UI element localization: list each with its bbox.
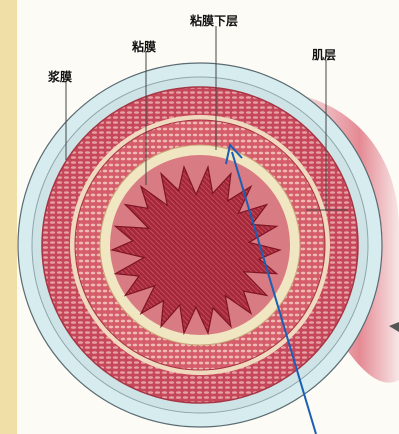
label-mucosa: 粘膜 [132, 38, 156, 55]
label-muscularis: 肌层 [312, 46, 336, 63]
label-submucosa: 粘膜下层 [190, 12, 238, 29]
label-serosa: 浆膜 [48, 68, 72, 85]
left-margin-band [0, 0, 17, 434]
